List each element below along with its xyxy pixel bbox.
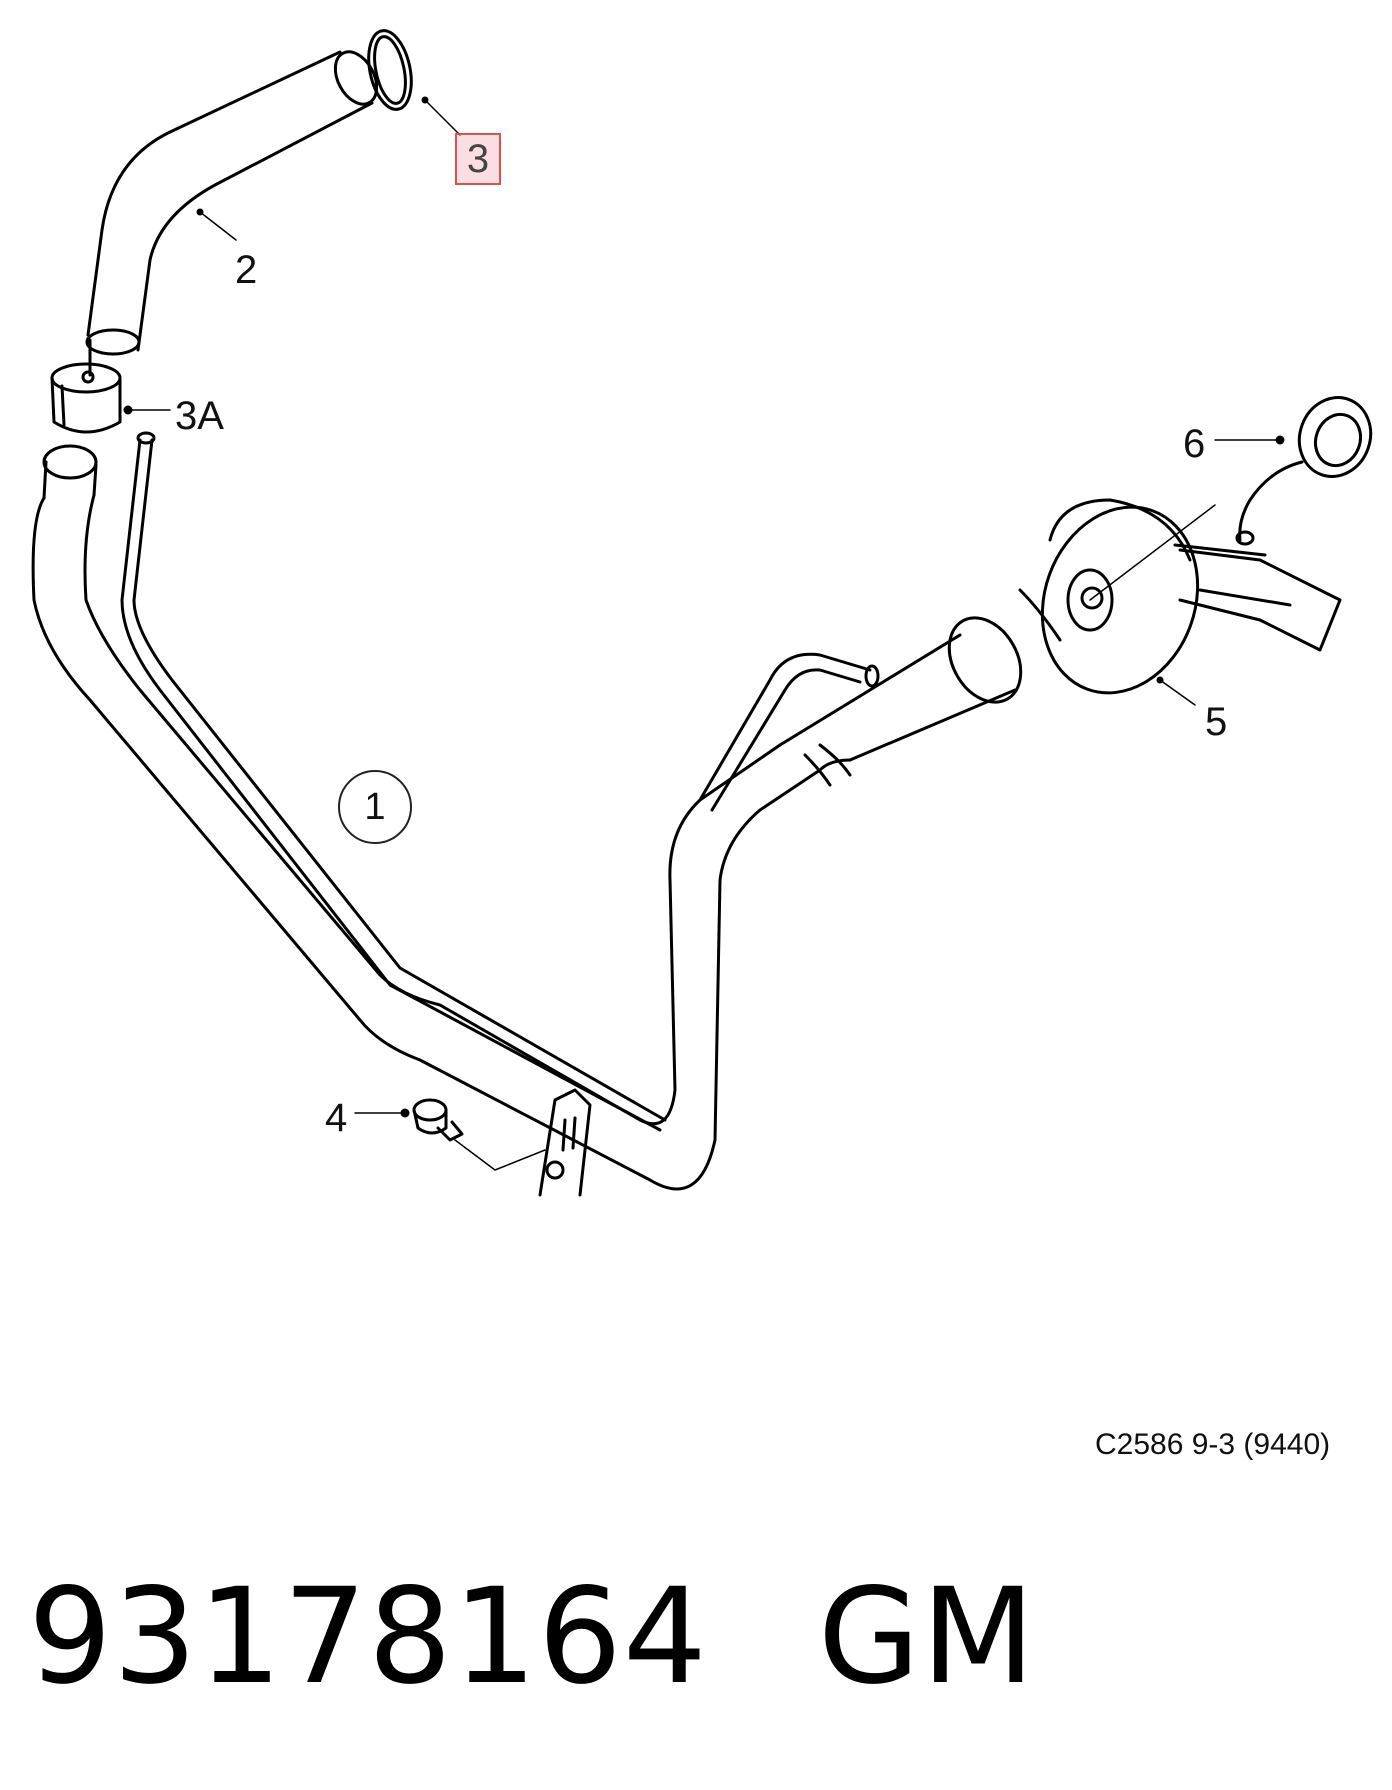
callout-1-circle[interactable]: 1 [338,770,412,844]
callout-3-highlight[interactable]: 3 [455,133,501,185]
bolt-part-4 [354,1098,546,1171]
diagram-reference-code: C2586 9-3 (9440) [1095,1428,1331,1461]
upper-hose-part-2 [85,50,379,377]
callout-4[interactable]: 4 [325,1096,348,1140]
filler-neck-housing-part-5 [1018,498,1342,706]
callout-5[interactable]: 5 [1205,700,1228,744]
fuel-filler-pipe-diagram [31,29,1373,1197]
o-ring-part-3 [367,29,461,136]
callout-3a[interactable]: 3A [175,394,224,438]
part-brand: GM [817,1560,1037,1714]
filler-pipe-part-1 [31,431,1023,1197]
callout-2[interactable]: 2 [235,248,258,292]
part-number: 93178164 [28,1560,708,1714]
callout-6[interactable]: 6 [1183,422,1206,466]
hose-clamp-part-3a [50,362,171,434]
part-number-line: 93178164 GM [28,1560,1036,1714]
fuel-cap-part-6 [1214,396,1373,546]
